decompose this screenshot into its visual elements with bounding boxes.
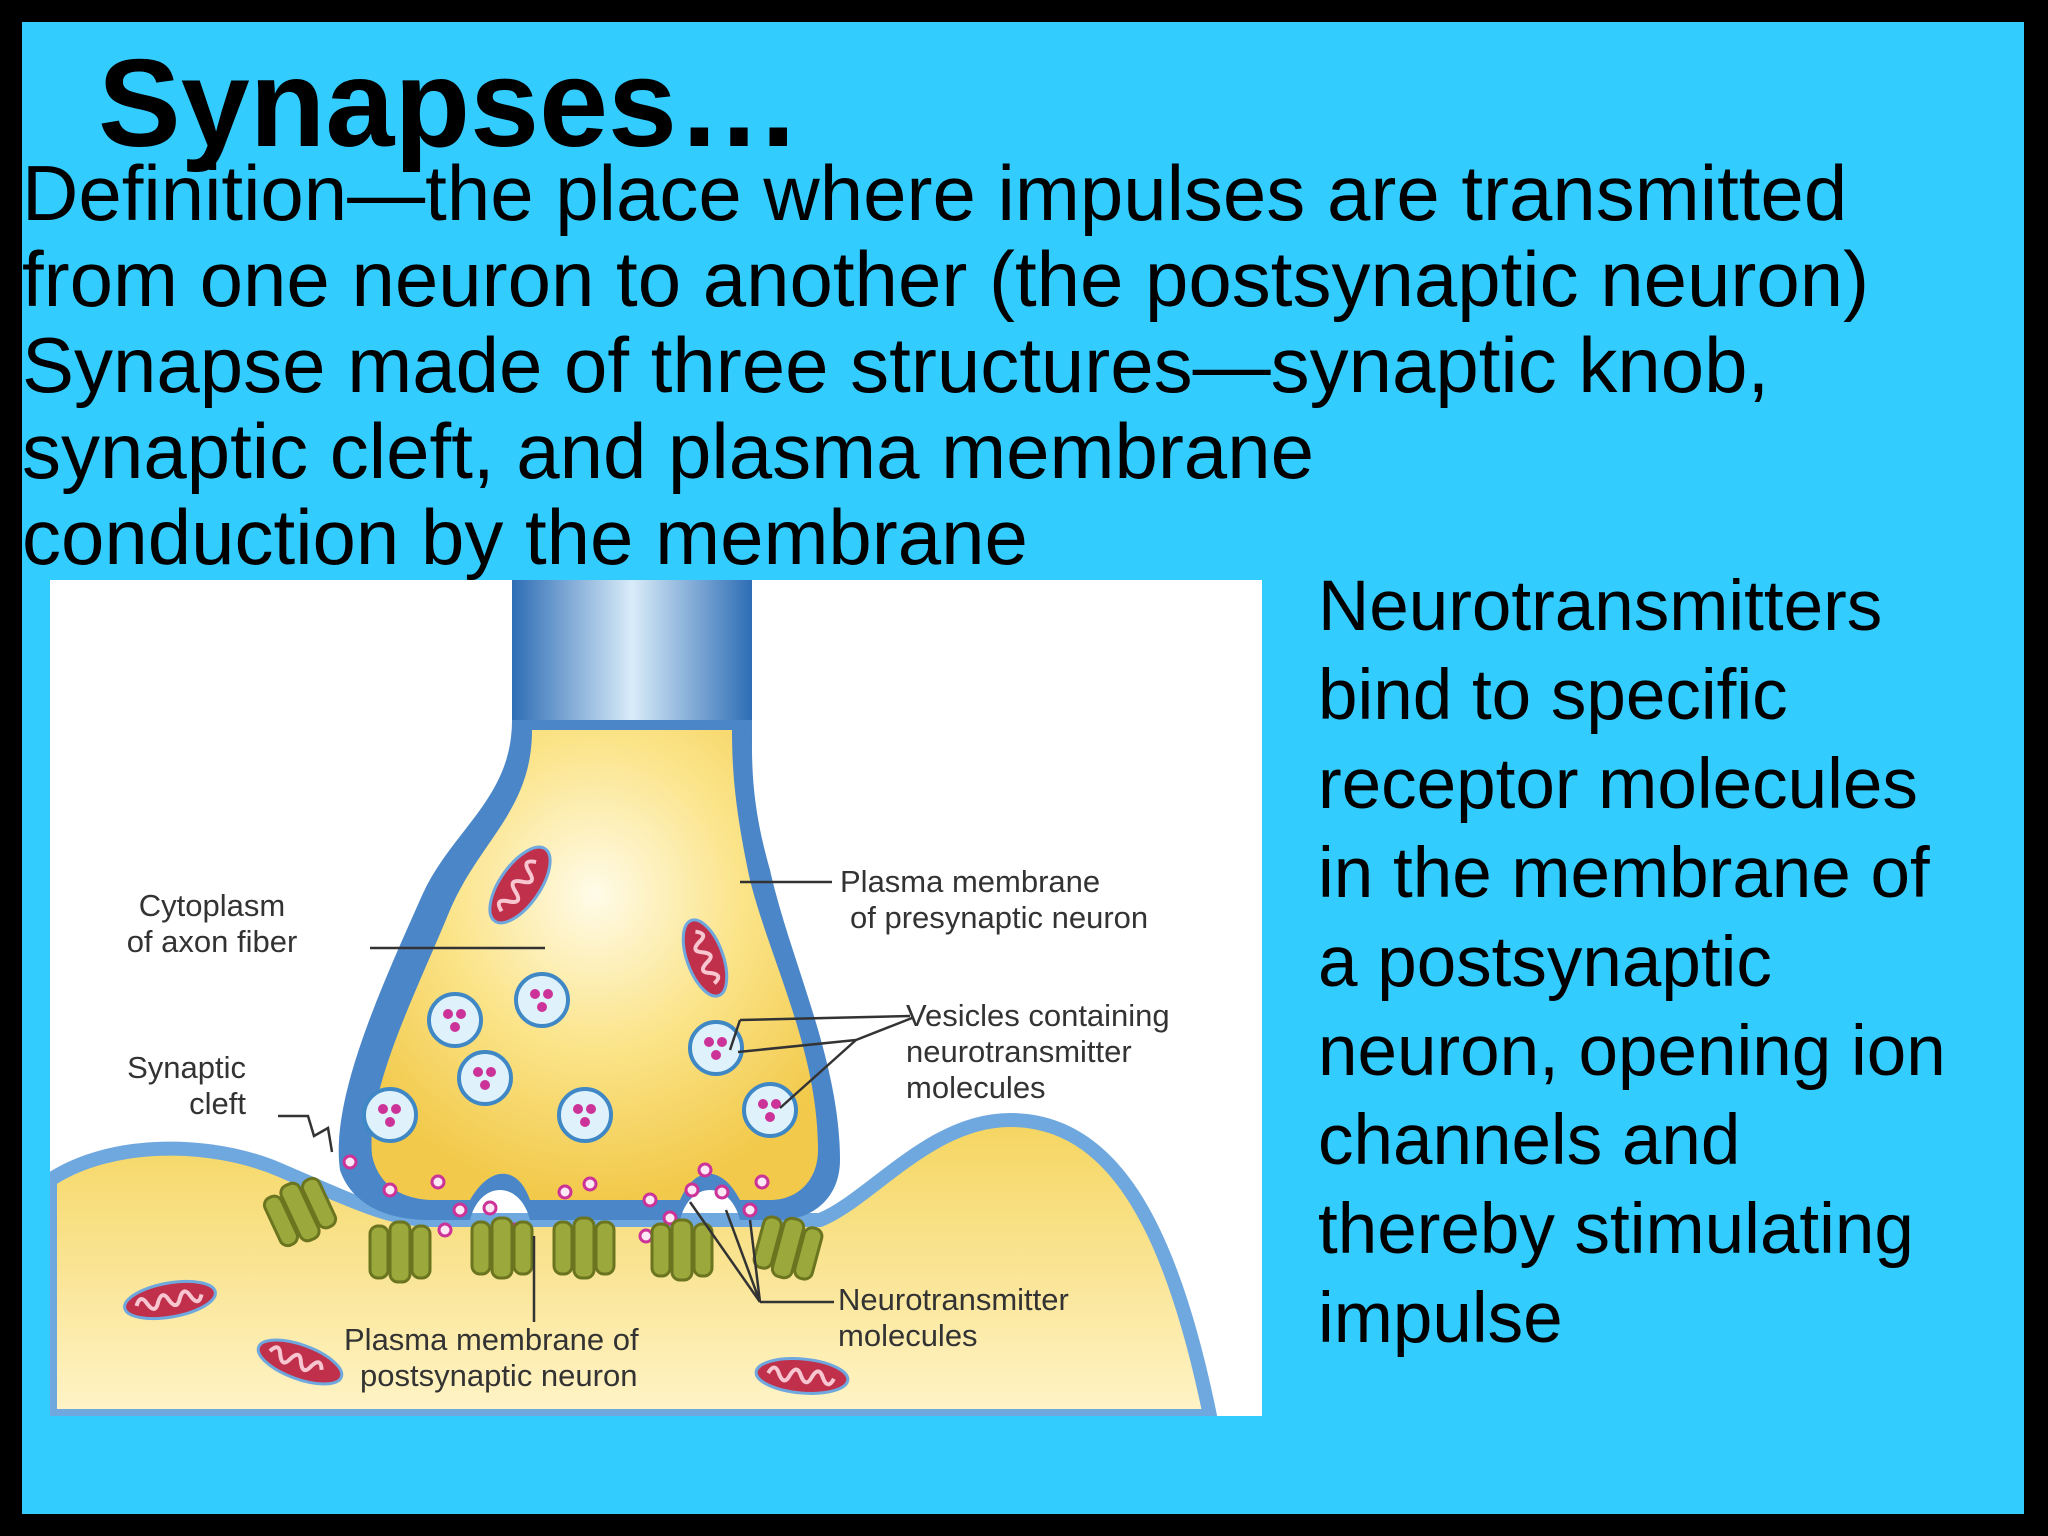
description-line: a postsynaptic — [1318, 923, 1772, 1002]
label-synaptic-cleft: Synaptic — [127, 1050, 246, 1085]
vesicles — [362, 972, 798, 1143]
diagram-labels: Cytoplasm of axon fiber Synaptic cleft P… — [127, 864, 1170, 1393]
slide: Synapses… Definition—the place where imp… — [22, 22, 2024, 1514]
label-neurotransmitter: Neurotransmitter — [838, 1282, 1069, 1317]
description-line: receptor molecules — [1318, 745, 1918, 824]
description-line: channels and — [1318, 1101, 1741, 1180]
label-postsynaptic-membrane: postsynaptic neuron — [360, 1358, 637, 1393]
description-line: thereby stimulating — [1318, 1190, 1914, 1269]
label-presynaptic-membrane: of presynaptic neuron — [850, 900, 1148, 935]
label-cytoplasm: of axon fiber — [127, 924, 298, 959]
mitochondrion — [681, 918, 729, 998]
mitochondrion — [256, 1338, 344, 1386]
definition-text: Definition—the place where impulses are … — [22, 150, 2012, 580]
description-line: bind to specific — [1318, 656, 1788, 735]
description-line: in the membrane of — [1318, 834, 1930, 913]
definition-line: from one neuron to another (the postsyna… — [22, 235, 1870, 323]
label-cytoplasm: Cytoplasm — [139, 888, 285, 923]
definition-line: Definition—the place where impulses are … — [22, 149, 1848, 237]
receptor-channels — [262, 1176, 824, 1284]
neurotransmitter-description: Neurotransmitters bind to specific recep… — [1318, 562, 2008, 1363]
definition-line: conduction by the membrane — [22, 493, 1028, 581]
description-line: impulse — [1318, 1279, 1563, 1358]
synapse-diagram: Cytoplasm of axon fiber Synaptic cleft P… — [50, 580, 1262, 1416]
label-vesicles: molecules — [906, 1070, 1046, 1105]
postsynaptic-neuron — [50, 1112, 1218, 1416]
description-line: neuron, opening ion — [1318, 1012, 1946, 1091]
label-presynaptic-membrane: Plasma membrane — [840, 864, 1100, 899]
description-line: Neurotransmitters — [1318, 567, 1883, 646]
label-vesicles: Vesicles containing — [906, 998, 1170, 1033]
label-vesicles: neurotransmitter — [906, 1034, 1132, 1069]
mitochondrion — [754, 1357, 850, 1395]
label-postsynaptic-membrane: Plasma membrane of — [344, 1322, 639, 1357]
definition-line: Synapse made of three structures—synapti… — [22, 321, 1770, 409]
mitochondrion — [488, 845, 552, 925]
mitochondrion — [123, 1279, 217, 1321]
definition-line: synaptic cleft, and plasma membrane — [22, 407, 1314, 495]
vesicle-contents — [378, 989, 781, 1127]
label-neurotransmitter: molecules — [838, 1318, 978, 1353]
leader-lines — [278, 880, 913, 1322]
slide-title: Synapses… — [98, 35, 802, 173]
label-synaptic-cleft: cleft — [189, 1086, 246, 1121]
